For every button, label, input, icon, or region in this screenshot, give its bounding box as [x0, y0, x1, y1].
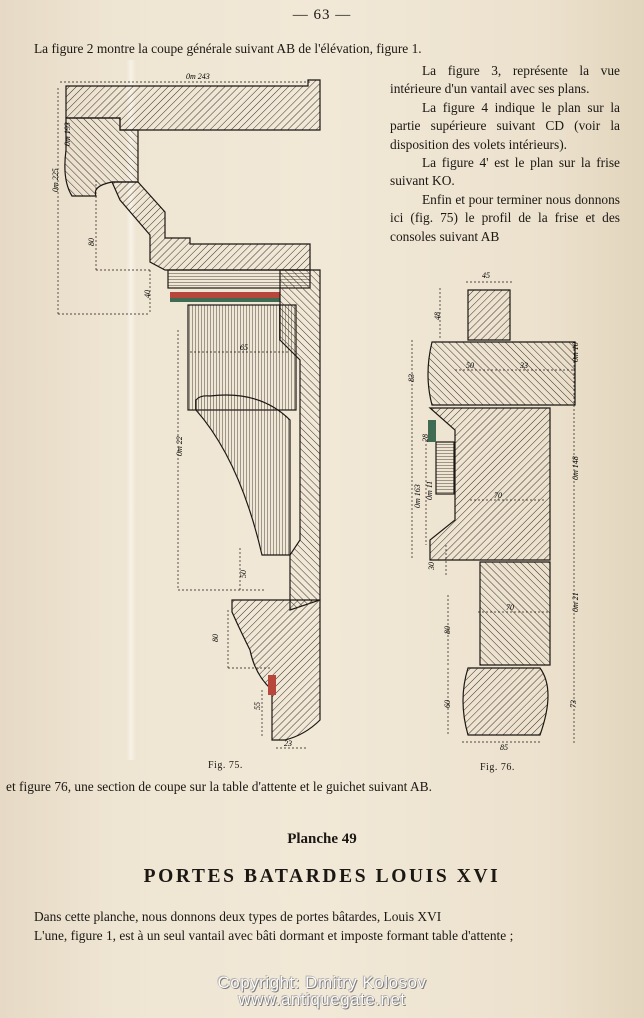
figure-76-caption: Fig. 76. [480, 762, 515, 773]
dim-80: 80 [443, 626, 452, 634]
page-number: — 63 — [292, 7, 352, 23]
dim-80-upper: 80 [87, 238, 96, 246]
dim-85: 85 [500, 743, 508, 752]
dim-21: 0m 21 [571, 592, 580, 612]
dim-55: 55 [253, 702, 262, 710]
watermark-line-1: Copyright: Dmitry Kolosov [217, 973, 427, 992]
dim-22: 0m 22 [175, 436, 184, 456]
dim-50-top: 50 [466, 361, 474, 370]
dim-50: 50 [239, 570, 248, 578]
dim-top-width: 0m 243 [186, 72, 210, 81]
paragraph-figure-75: Enfin et pour terminer nous donnons ici … [390, 191, 620, 244]
dim-70a: 70 [494, 491, 502, 500]
dim-225: 0m 225 [51, 168, 60, 192]
paragraph-figure-4: La figure 4 indique le plan sur la parti… [390, 99, 620, 152]
dim-193: 0m 193 [63, 122, 72, 146]
dim-148: 0m 148 [571, 456, 580, 480]
section-title: PORTES BATARDES LOUIS XVI [143, 866, 501, 887]
paragraph-figure-4-prime: La figure 4' est le plan sur la frise su… [390, 155, 620, 189]
dim-73: 73 [569, 700, 578, 708]
dim-11: 0m 11 [425, 481, 434, 500]
dim-48: 48 [433, 312, 442, 320]
dim-83: 83 [407, 374, 416, 382]
dim-33: 33 [519, 361, 528, 370]
dim-45: 45 [482, 271, 490, 280]
dim-10: 0m 10 [571, 342, 580, 362]
dim-23: 23 [284, 739, 292, 748]
dim-65: 65 [240, 343, 248, 352]
paragraph-figure-3: La figure 3, représente la vue intérieur… [390, 63, 620, 97]
intro-line: La figure 2 montre la coupe générale sui… [34, 41, 422, 56]
dim-28: 28 [421, 434, 430, 442]
page-fold-shading [126, 60, 136, 760]
dim-80-lower: 80 [211, 634, 220, 642]
right-text-column: La figure 3, représente la vue intérieur… [390, 62, 620, 246]
watermark-line-2: www.antiquegate.net [238, 990, 406, 1009]
plate-heading: Planche 49 [287, 831, 357, 847]
dim-70b: 70 [506, 603, 514, 612]
body-line-2: L'une, figure 1, est à un seul vantail a… [34, 928, 514, 943]
figure-75-caption: Fig. 75. [208, 760, 243, 771]
dim-40: 40 [143, 290, 152, 298]
body-line-1: Dans cette planche, nous donnons deux ty… [34, 909, 442, 924]
dim-163: 0m 163 [413, 484, 422, 508]
dim-60: 60 [443, 700, 452, 708]
dim-30: 30 [427, 562, 436, 571]
after-figures-line: et figure 76, une section de coupe sur l… [6, 779, 432, 794]
